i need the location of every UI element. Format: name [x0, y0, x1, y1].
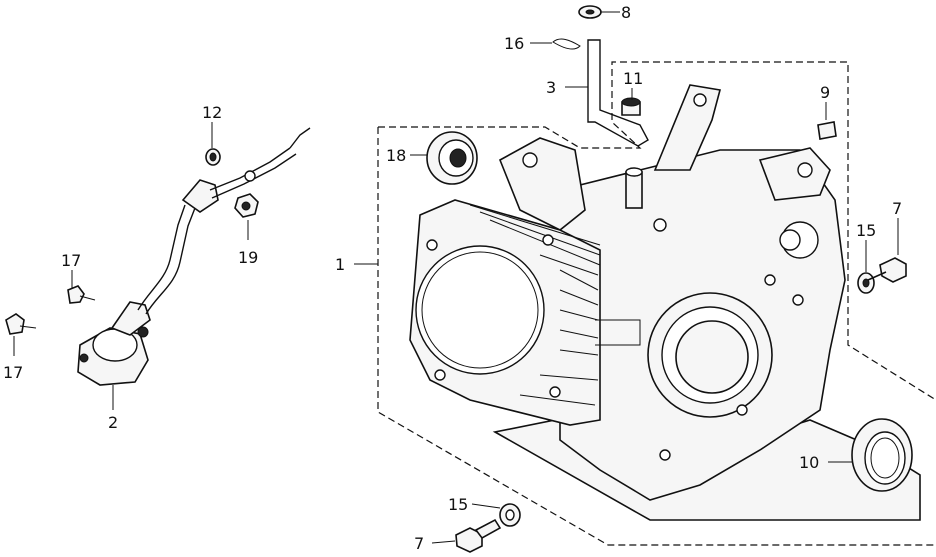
oil-sensor: [77, 127, 311, 386]
leader-lines: [13, 11, 899, 544]
cylinder: [409, 199, 641, 426]
hardware: [5, 5, 907, 553]
callouts: 1 2 3 7 7 8 9 10 11 12 15 15 16 17 17 18…: [3, 3, 902, 553]
callout-1: 1: [335, 255, 345, 274]
callout-18: 18: [386, 146, 406, 165]
oil-seal: [851, 418, 913, 492]
callout-2: 2: [108, 413, 118, 432]
callout-19: 19: [238, 248, 258, 267]
assembly-boundary: [377, 61, 936, 546]
callout-7-bottom: 7: [414, 534, 424, 553]
callout-7-right: 7: [892, 199, 902, 218]
callout-15-bottom: 15: [448, 495, 468, 514]
callout-17-top: 17: [61, 251, 81, 270]
callout-16: 16: [504, 34, 524, 53]
callout-10: 10: [799, 453, 819, 472]
callout-11: 11: [623, 69, 643, 88]
callout-17-left: 17: [3, 363, 23, 382]
callout-8: 8: [621, 3, 631, 22]
callout-9: 9: [820, 83, 830, 102]
callout-3: 3: [546, 78, 556, 97]
callout-12: 12: [202, 103, 222, 122]
bearing: [426, 131, 478, 185]
crankcase: [492, 84, 921, 521]
callout-15-right: 15: [856, 221, 876, 240]
